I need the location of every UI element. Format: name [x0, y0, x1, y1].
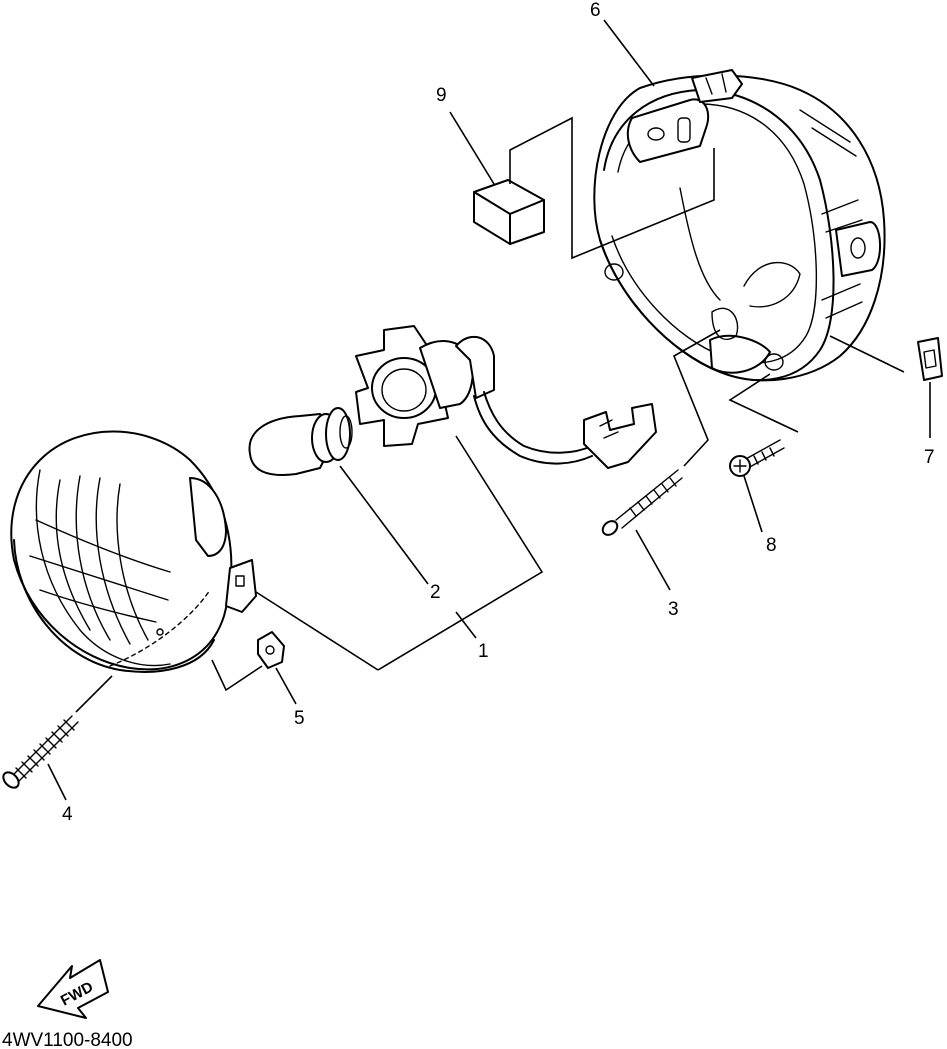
- headlight-lens-unit: [10, 430, 257, 673]
- headlight-housing-part: [593, 69, 886, 382]
- callout-3: 3: [668, 599, 679, 620]
- adjusting-spring-part: [2, 715, 79, 789]
- callout-1: 1: [478, 641, 489, 662]
- connector-block-part: [473, 179, 545, 245]
- callout-8: 8: [766, 535, 777, 556]
- long-screw-part: [601, 469, 683, 536]
- callout-7: 7: [924, 447, 935, 468]
- leader-lines: [47, 19, 931, 801]
- bulb-socket-part: [355, 325, 657, 469]
- drawing-code: 4WV1100-8400: [2, 1030, 133, 1049]
- clip-part: [917, 337, 943, 381]
- forward-arrow-icon: FWD: [37, 959, 109, 1019]
- callout-4: 4: [62, 804, 73, 825]
- bulb-part: [248, 407, 353, 476]
- short-screw-part: [729, 439, 785, 477]
- callout-2: 2: [430, 582, 441, 603]
- callout-6: 6: [590, 0, 601, 21]
- callout-9: 9: [436, 85, 447, 106]
- nut-part: [257, 631, 285, 669]
- callout-5: 5: [294, 708, 305, 729]
